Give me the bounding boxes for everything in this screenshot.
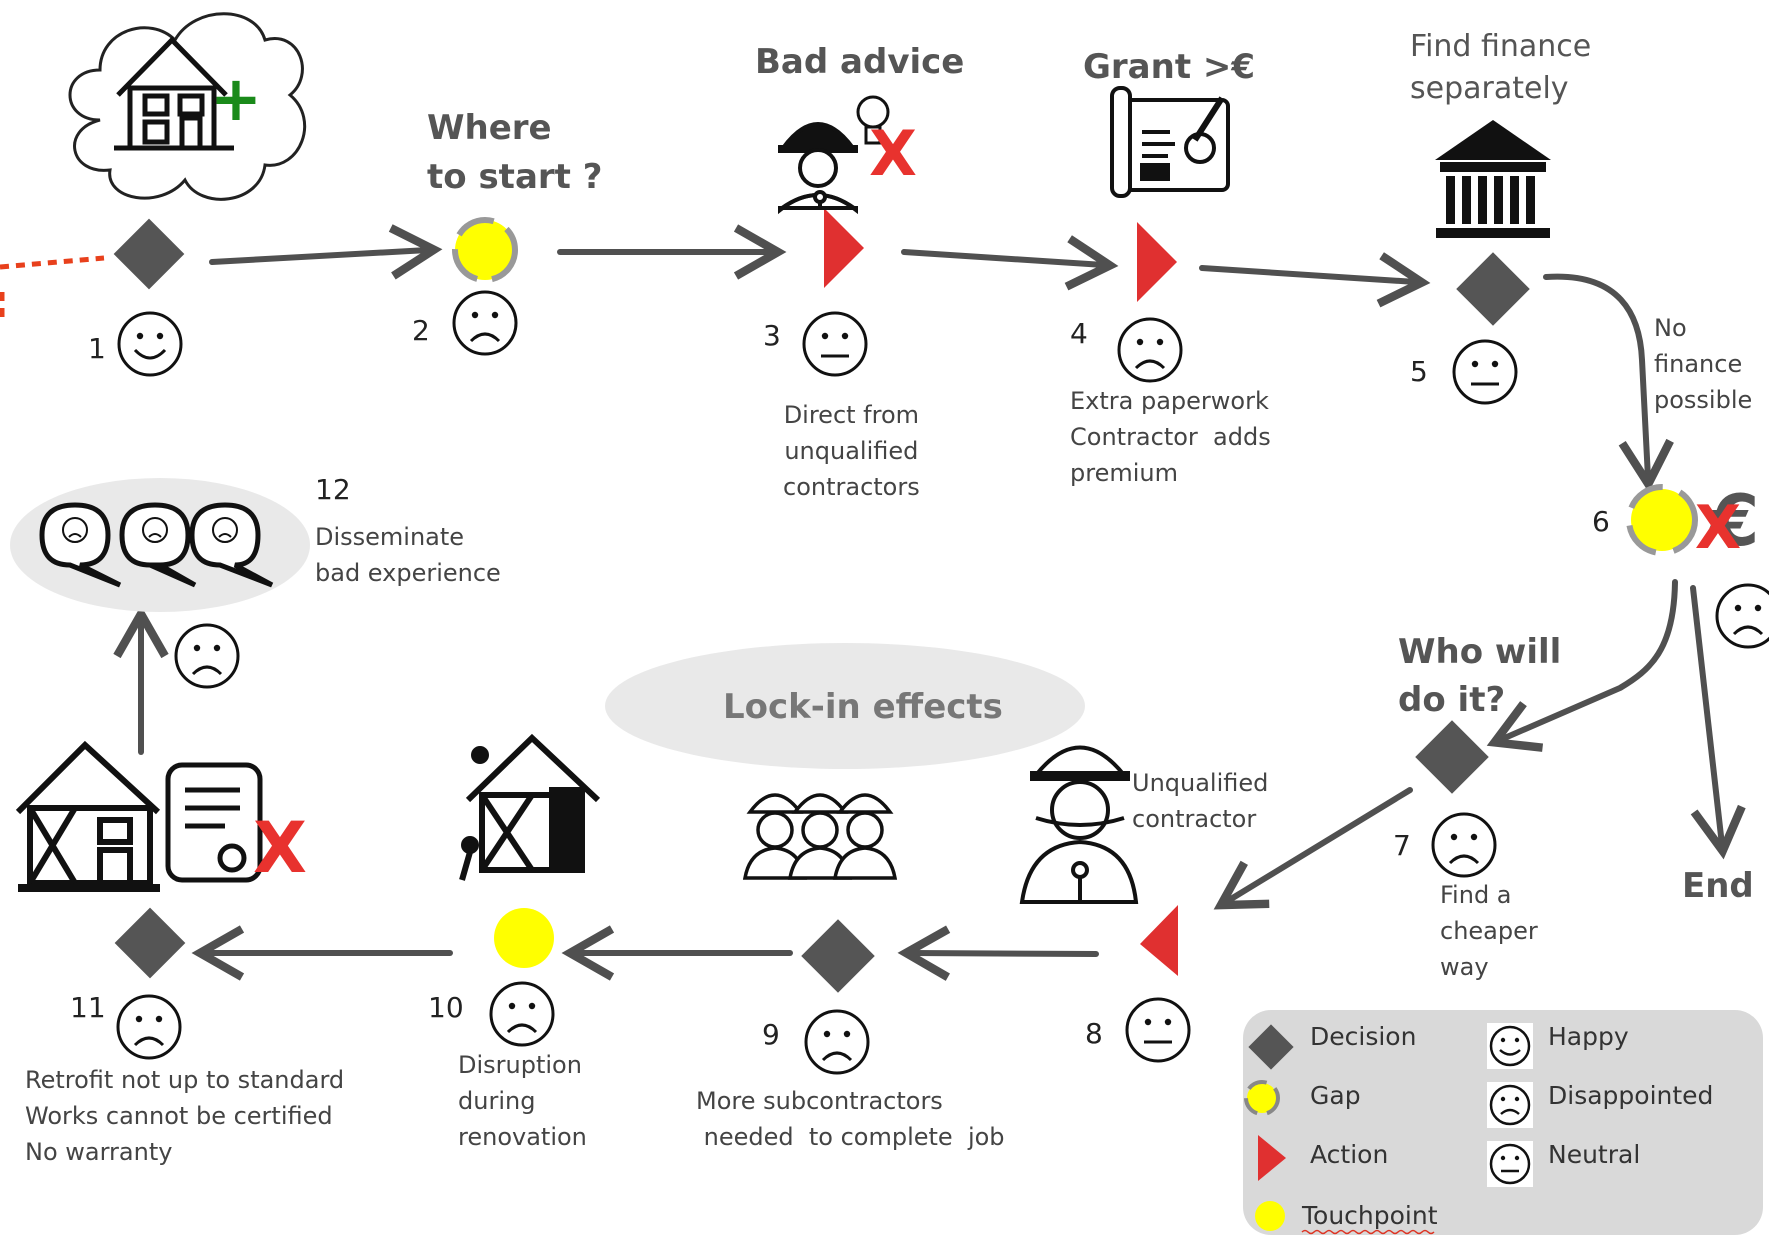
speech-bubbles-icon: [39, 502, 274, 588]
legend-decision-icon: [1248, 1024, 1294, 1070]
stage-7-title: Who will do it?: [1398, 632, 1562, 720]
small-sad-faces: [62, 517, 238, 543]
bank-icon: [1435, 120, 1551, 238]
disappointed-face-2: [452, 290, 518, 356]
worker-icon: [778, 122, 858, 215]
stage-1-number: 1: [88, 332, 106, 365]
legend-happy-label: Happy: [1548, 1022, 1629, 1051]
euro-icon: €: [1709, 480, 1760, 562]
disappointed-face-4: [1117, 317, 1183, 383]
stage-8-number: 8: [1085, 1017, 1103, 1050]
arrow-7-8: [1213, 787, 1413, 910]
decision-marker-5: [1456, 252, 1530, 326]
arrow-5-6: [1543, 273, 1674, 493]
flow-arrows: [113, 224, 1746, 981]
arrow-8-9: [897, 925, 1099, 981]
gap-marker-6: [1626, 484, 1698, 556]
arrow-1-2: [209, 224, 443, 280]
arrow-6-end: [1690, 585, 1746, 860]
legend-neutral-label: Neutral: [1548, 1140, 1641, 1169]
stage-7-description: Find a cheaper way: [1440, 881, 1538, 981]
lockin-ellipse: [605, 643, 1085, 769]
arrow-6-7: [1486, 579, 1678, 752]
disappointed-face-7: [1431, 812, 1497, 878]
neutral-face-5: [1452, 339, 1518, 405]
end-label: End: [1682, 866, 1754, 906]
cross-icon-6: X: [1695, 493, 1741, 563]
house-icon: [114, 36, 234, 151]
legend-neutral-icon: [1487, 1141, 1533, 1187]
stage-9-description: More subcontractors needed to complete j…: [696, 1087, 1005, 1151]
legend-gap-icon: [1244, 1080, 1280, 1116]
worker-icon-8: [1019, 745, 1139, 904]
touchpoint-underline: [1301, 1229, 1435, 1235]
stage-3-title: Bad advice: [755, 42, 965, 82]
arrow-4-5: [1199, 252, 1431, 308]
stage-12-number: 12: [315, 473, 351, 506]
decision-marker-9: [801, 919, 875, 993]
stage-7-number: 7: [1393, 829, 1411, 862]
decision-marker-1: [113, 218, 185, 290]
stage-4-description: Extra paperwork Contractor adds premium: [1070, 387, 1271, 487]
neutral-face-8: [1125, 997, 1191, 1063]
lockin-label: Lock-in effects: [723, 687, 1003, 727]
action-marker-8: [1140, 905, 1178, 976]
disappointed-face-12: [174, 623, 240, 689]
arrow-3-4: [901, 235, 1119, 291]
action-marker-4: [1137, 222, 1177, 302]
gap-marker-2: [452, 217, 518, 283]
stage-11-number: 11: [70, 991, 106, 1024]
lightbulb-icon: [856, 95, 890, 145]
stage-9-number: 9: [762, 1018, 780, 1051]
disappointed-face-11: [116, 994, 182, 1060]
certificate-icon: [165, 762, 263, 883]
action-marker-3: [824, 208, 864, 288]
legend-action-icon: [1258, 1135, 1286, 1181]
stage-10-description: Disruption during renovation: [458, 1051, 587, 1151]
stage-3-description: Direct from unqualified contractors: [783, 401, 920, 501]
decision-marker-7: [1415, 720, 1489, 794]
happy-face-1: [117, 311, 183, 377]
touchpoint-marker-10: [494, 908, 554, 968]
stage-8-description: Unqualified contractor: [1132, 769, 1269, 833]
stage-5-title: Find finance separately: [1410, 29, 1592, 106]
disappointed-face-9: [804, 1009, 870, 1075]
stage-2-title: Where to start ?: [427, 108, 603, 197]
disappointed-face-10: [489, 981, 555, 1047]
legend-disappointed-label: Disappointed: [1548, 1081, 1714, 1110]
stage-6-number: 6: [1592, 505, 1610, 538]
dotted-connector: [0, 255, 105, 270]
plus-icon: +: [210, 62, 262, 135]
stage-11-description: Retrofit not up to standard Works cannot…: [25, 1066, 345, 1166]
house-frame-icon: [459, 733, 601, 881]
neutral-face-3: [802, 311, 868, 377]
legend-action-label: Action: [1310, 1140, 1389, 1169]
stage-2-number: 2: [412, 314, 430, 347]
stage-4-title: Grant >€: [1083, 47, 1256, 87]
decision-marker-11: [114, 907, 186, 979]
legend-disappointed-icon: [1487, 1082, 1533, 1128]
stage-4-number: 4: [1070, 317, 1088, 350]
cross-icon-11: X: [253, 807, 307, 889]
legend-touchpoint-icon: [1255, 1201, 1285, 1231]
legend-decision-label: Decision: [1310, 1022, 1417, 1051]
stage-10-number: 10: [428, 991, 464, 1024]
legend-gap-label: Gap: [1310, 1081, 1361, 1110]
cross-icon-3: X: [869, 117, 917, 190]
disappointed-face-6: [1715, 583, 1769, 649]
cloud-icon: [68, 12, 307, 201]
stage-3-number: 3: [763, 319, 781, 352]
stage-5-number: 5: [1410, 355, 1428, 388]
legend-happy-icon: [1487, 1023, 1533, 1069]
house-frame-icon-11: [15, 740, 161, 892]
workers-group-icon: [742, 793, 898, 880]
legend-touchpoint-label: Touchpoint: [1302, 1201, 1438, 1230]
document-icon: [1110, 86, 1230, 198]
stage-5-branch-label: No finance possible: [1654, 314, 1753, 414]
stage-12-description: Disseminate bad experience: [315, 523, 501, 587]
